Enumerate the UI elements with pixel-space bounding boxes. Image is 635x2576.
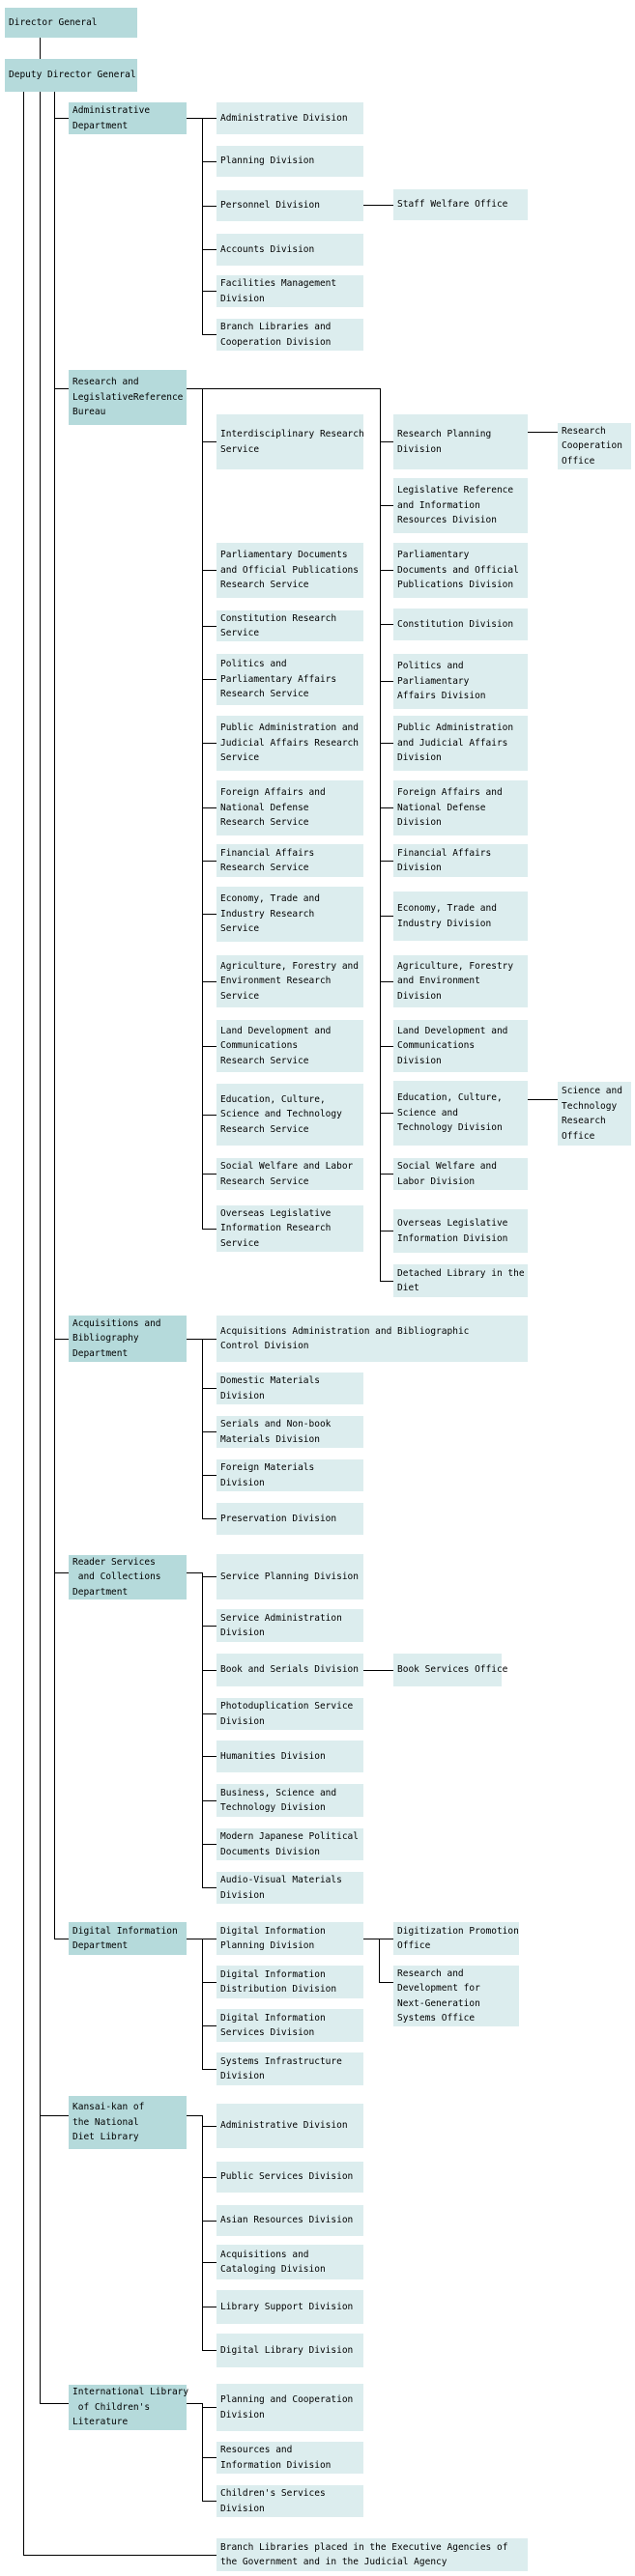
node-digitization-promotion-office: Digitization Promotion Office: [393, 1922, 519, 1955]
node-economy-trade-industry-research-service: Economy, Trade and Industry Research Ser…: [216, 887, 363, 942]
node-public-administration-judicial-affairs-research-service: Public Administration and Judicial Affai…: [216, 716, 363, 771]
node-service-planning-division: Service Planning Division: [216, 1554, 363, 1599]
node-public-administration-judicial-affairs-division: Public Administration and Judicial Affai…: [393, 716, 528, 771]
node-research-planning-division: Research Planning Division: [393, 414, 528, 469]
node-research-legislative-reference-bureau: Research and LegislativeReference Bureau: [69, 370, 187, 425]
node-digital-library-division: Digital Library Division: [216, 2334, 363, 2367]
node-director-general: Director General: [5, 8, 137, 38]
node-politics-parliamentary-affairs-research-service: Politics and Parliamentary Affairs Resea…: [216, 654, 363, 705]
node-digital-information-planning-division: Digital Information Planning Division: [216, 1922, 363, 1955]
node-foreign-affairs-national-defense-division: Foreign Affairs and National Defense Div…: [393, 780, 528, 835]
node-planning-cooperation-division: Planning and Cooperation Division: [216, 2384, 363, 2431]
node-acquisitions-bibliography-department: Acquisitions and Bibliography Department: [69, 1316, 187, 1362]
node-audio-visual-materials-division: Audio-Visual Materials Division: [216, 1872, 363, 1904]
node-reader-services-collections-department: Reader Services and Collections Departme…: [69, 1555, 187, 1599]
node-economy-trade-industry-division: Economy, Trade and Industry Division: [393, 892, 528, 941]
node-humanities-division: Humanities Division: [216, 1741, 363, 1772]
node-interdisciplinary-research-service: Interdisciplinary Research Service: [216, 414, 364, 469]
node-modern-japanese-political-documents-division: Modern Japanese Political Documents Divi…: [216, 1828, 363, 1860]
node-overseas-legislative-information-division: Overseas Legislative Information Divisio…: [393, 1209, 528, 1253]
node-digital-information-distribution-division: Digital Information Distribution Divisio…: [216, 1966, 363, 1998]
node-service-administration-division: Service Administration Division: [216, 1609, 363, 1642]
node-branch-libraries-executive-judicial: Branch Libraries placed in the Executive…: [216, 2538, 528, 2571]
node-domestic-materials-division: Domestic Materials Division: [216, 1373, 363, 1404]
node-resources-information-division: Resources and Information Division: [216, 2442, 363, 2474]
node-kansai-administrative-division: Administrative Division: [216, 2104, 363, 2148]
node-foreign-materials-division: Foreign Materials Division: [216, 1459, 363, 1491]
node-asian-resources-division: Asian Resources Division: [216, 2205, 363, 2236]
node-constitution-research-service: Constitution Research Service: [216, 610, 363, 641]
node-acquisitions-administration-bibliographic-control-division: Acquisitions Administration and Bibliogr…: [216, 1316, 528, 1362]
node-kansai-kan: Kansai-kan of the National Diet Library: [69, 2096, 187, 2149]
node-overseas-legislative-information-research-service: Overseas Legislative Information Researc…: [216, 1205, 363, 1252]
node-social-welfare-labor-division: Social Welfare and Labor Division: [393, 1158, 528, 1190]
node-administrative-department: Administrative Department: [69, 102, 187, 134]
node-international-library-childrens-literature: International Library of Children's Lite…: [69, 2385, 188, 2430]
node-childrens-services-division: Children's Services Division: [216, 2485, 363, 2517]
node-education-culture-science-technology-research-service: Education, Culture, Science and Technolo…: [216, 1084, 363, 1146]
node-deputy-director-general: Deputy Director General: [5, 59, 137, 92]
node-staff-welfare-office: Staff Welfare Office: [393, 189, 528, 220]
node-administrative-division: Administrative Division: [216, 102, 363, 134]
node-systems-infrastructure-division: Systems Infrastructure Division: [216, 2052, 363, 2085]
node-digital-information-department: Digital Information Department: [69, 1922, 187, 1955]
node-accounts-division: Accounts Division: [216, 234, 363, 266]
node-education-culture-science-technology-division: Education, Culture, Science and Technolo…: [393, 1081, 528, 1146]
node-planning-division: Planning Division: [216, 146, 363, 177]
node-research-cooperation-office: Research Cooperation Office: [558, 423, 631, 469]
node-financial-affairs-division: Financial Affairs Division: [393, 844, 528, 877]
node-preservation-division: Preservation Division: [216, 1503, 363, 1535]
node-book-serials-division: Book and Serials Division: [216, 1654, 363, 1686]
node-agriculture-forestry-environment-division: Agriculture, Forestry and Environment Di…: [393, 955, 528, 1007]
node-library-support-division: Library Support Division: [216, 2290, 363, 2324]
node-public-services-division: Public Services Division: [216, 2162, 363, 2193]
node-parliamentary-documents-division: Parliamentary Documents and Official Pub…: [393, 543, 528, 598]
node-land-development-communications-division: Land Development and Communications Divi…: [393, 1020, 528, 1072]
node-personnel-division: Personnel Division: [216, 190, 363, 221]
node-facilities-management-division: Facilities Management Division: [216, 275, 363, 307]
node-digital-information-services-division: Digital Information Services Division: [216, 2009, 363, 2042]
node-branch-libraries-cooperation-division: Branch Libraries and Cooperation Divisio…: [216, 319, 363, 351]
node-detached-library-in-the-diet: Detached Library in the Diet: [393, 1264, 528, 1297]
node-rnd-next-generation-systems-office: Research and Development for Next-Genera…: [393, 1966, 519, 2026]
node-serials-nonbook-materials-division: Serials and Non-book Materials Division: [216, 1416, 363, 1448]
node-social-welfare-labor-research-service: Social Welfare and Labor Research Servic…: [216, 1158, 363, 1190]
node-financial-affairs-research-service: Financial Affairs Research Service: [216, 844, 363, 877]
node-constitution-division: Constitution Division: [393, 609, 528, 640]
node-business-science-technology-division: Business, Science and Technology Divisio…: [216, 1784, 363, 1817]
node-legislative-reference-information-resources-division: Legislative Reference and Information Re…: [393, 478, 528, 533]
node-science-technology-research-office: Science and Technology Research Office: [558, 1082, 631, 1146]
node-parliamentary-documents-research-service: Parliamentary Documents and Official Pub…: [216, 543, 363, 598]
node-agriculture-forestry-environment-research-service: Agriculture, Forestry and Environment Re…: [216, 955, 363, 1007]
node-photoduplication-service-division: Photoduplication Service Division: [216, 1698, 363, 1730]
node-acquisitions-cataloging-division: Acquisitions and Cataloging Division: [216, 2245, 363, 2279]
node-foreign-affairs-national-defense-research-service: Foreign Affairs and National Defense Res…: [216, 780, 363, 835]
node-book-services-office: Book Services Office: [393, 1654, 507, 1686]
node-land-development-communications-research-service: Land Development and Communications Rese…: [216, 1020, 363, 1072]
node-politics-parliamentary-affairs-division: Politics and Parliamentary Affairs Divis…: [393, 654, 528, 709]
